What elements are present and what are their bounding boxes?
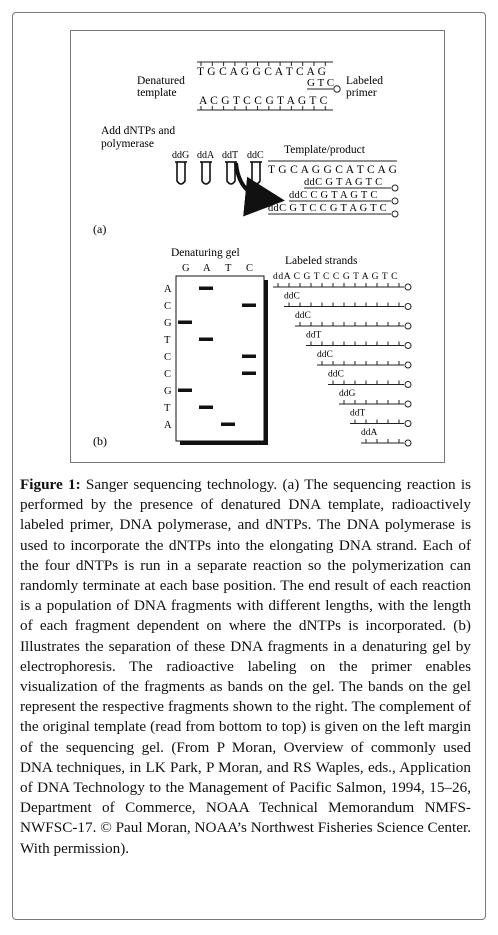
template-sequence-top: T G C A G G C A T C A G: [197, 66, 326, 78]
product-strand-label: ddC G T A G T C: [304, 177, 382, 188]
gel-row-letter: C: [164, 352, 171, 363]
reaction-arrow: [234, 162, 285, 217]
tube-icon: [226, 162, 236, 185]
gel-band: [242, 303, 256, 307]
gel-band: [221, 422, 235, 426]
figure-frame: [12, 12, 486, 920]
product-strand-label: ddC C G T A G T C: [289, 190, 378, 201]
tube-icon: [251, 162, 261, 185]
gel-title: Denaturing gel: [171, 247, 240, 259]
gel-row-letter: A: [164, 420, 172, 431]
gel-lane-header: T: [225, 263, 232, 274]
caption-text: Sanger sequencing technology. (a) The se…: [20, 476, 471, 857]
strand-label: ddC: [284, 292, 300, 302]
reaction-tubes: ddG ddA ddT ddC: [172, 150, 264, 185]
gel-band: [199, 286, 213, 290]
strand-label-marker: [404, 400, 412, 408]
gel-row-letter: A: [164, 284, 172, 295]
gel-band: [199, 405, 213, 409]
strand-label-marker: [404, 322, 412, 330]
tube-icon: [176, 162, 186, 185]
strands-title: Labeled strands: [285, 255, 358, 267]
gel-row-letter: C: [164, 369, 171, 380]
gel-body: [175, 275, 265, 442]
strand-label: ddC: [328, 370, 344, 380]
sanger-diagram: T G C A G G C A T C A G G T C Denatured …: [93, 61, 412, 448]
panel-b-label: (b): [93, 434, 107, 448]
gel-row-letter: G: [164, 386, 172, 397]
add-dntps-label-1: Add dNTPs and: [101, 125, 175, 137]
strand-label-marker: [404, 303, 412, 310]
template-product-label: Template/product: [284, 144, 366, 156]
strand-label: ddA: [361, 428, 378, 438]
strand-label: ddA C G T C C G T A G T C: [273, 272, 398, 282]
product-strands: ddC G T A G T C ddC C G T A G T C ddC G T …: [268, 177, 399, 218]
labeled-strands: ddA C G T C C G T A G T C ddC ddC ddT ddC ddC…: [273, 272, 412, 447]
figure-caption: Figure 1: Sanger sequencing technology. …: [20, 475, 471, 859]
strand-label: ddT: [350, 409, 366, 419]
labeled-primer-label-1: Labeled: [346, 75, 383, 87]
gel-lane-header: A: [203, 263, 211, 274]
denatured-template-label-2: template: [137, 87, 177, 99]
gel-row-letter: T: [164, 403, 171, 414]
strand-label-marker: [404, 420, 412, 427]
gel-row-letter: C: [164, 301, 171, 312]
product-template-sequence: T G C A G G C A T C A G: [268, 164, 397, 176]
strand-label: ddC: [317, 350, 333, 360]
gel-lane-header: C: [246, 263, 253, 274]
strand-label-marker: [404, 342, 412, 349]
primer-label-marker: [333, 85, 341, 93]
product-strand-label: ddC G T C C G T A G T C: [268, 203, 387, 214]
strand-label-marker: [404, 283, 412, 291]
strand-label-marker: [404, 361, 412, 369]
tube-label: ddA: [197, 150, 215, 161]
gel-band: [199, 337, 213, 341]
strand-label-marker: [404, 439, 412, 447]
product-label-marker: [391, 184, 399, 192]
panel-a-label: (a): [93, 222, 106, 236]
figure-image: T G C A G G C A T C A G G T C Denatured …: [70, 30, 445, 463]
add-dntps-label-2: polymerase: [101, 138, 154, 150]
strand-label-marker: [404, 381, 412, 388]
complement-sequence: A C G T C C G T A G T C: [199, 95, 328, 107]
tube-label: ddT: [222, 150, 238, 161]
labeled-primer-label-2: primer: [346, 87, 377, 99]
gel-band: [178, 388, 192, 392]
denatured-template-label-1: Denatured: [137, 75, 185, 87]
primer-sequence: G T C: [307, 77, 334, 89]
gel-band: [242, 354, 256, 358]
gel-row-letter: T: [164, 335, 171, 346]
tube-label: ddG: [172, 150, 189, 161]
tube-label: ddC: [247, 150, 264, 161]
tube-icon: [201, 162, 211, 185]
caption-label: Figure 1:: [20, 476, 81, 493]
gel-band: [178, 320, 192, 324]
product-label-marker: [391, 197, 399, 205]
strand-label: ddG: [339, 389, 356, 399]
strand-label: ddC: [295, 311, 311, 321]
strand-label: ddT: [306, 331, 322, 341]
gel-lane-header: G: [182, 263, 190, 274]
gel-band: [242, 371, 256, 375]
gel-row-letter: G: [164, 318, 172, 329]
product-label-marker: [391, 210, 399, 218]
